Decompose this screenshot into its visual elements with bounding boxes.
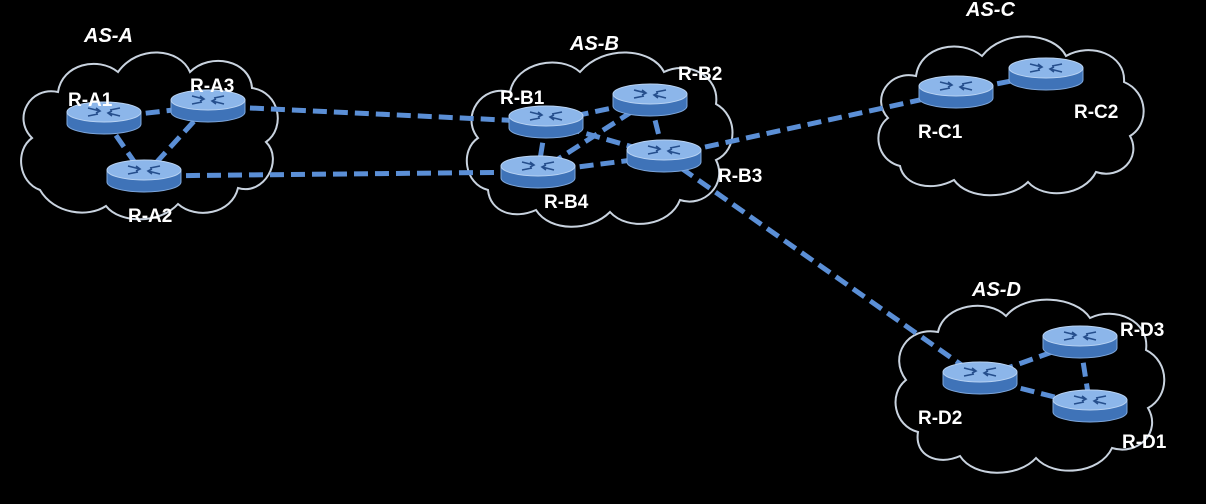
router-label-b1: R-B1 bbox=[500, 88, 545, 109]
link-a3-a2 bbox=[142, 104, 210, 178]
router-label-d2: R-D2 bbox=[918, 408, 962, 429]
router-icon-a3 bbox=[170, 89, 246, 123]
router-icon-a2 bbox=[106, 159, 182, 193]
router-icon-b3 bbox=[626, 139, 702, 173]
cloud-as-a bbox=[20, 51, 279, 221]
router-label-d3: R-D3 bbox=[1120, 320, 1164, 341]
router-label-c1: R-C1 bbox=[918, 122, 963, 143]
router-label-b4: R-B4 bbox=[544, 192, 589, 213]
router-label-a2: R-A2 bbox=[128, 206, 172, 227]
cloud-as-d bbox=[894, 298, 1166, 474]
link-b3-c1 bbox=[663, 89, 957, 159]
router-icon-b4 bbox=[500, 155, 576, 189]
router-icon-d1 bbox=[1052, 389, 1128, 423]
routers-layer bbox=[66, 57, 1128, 423]
link-b3-d2 bbox=[662, 153, 982, 381]
as-label-a: AS-A bbox=[83, 25, 133, 47]
as-label-b: AS-B bbox=[569, 33, 619, 55]
link-a2-b4 bbox=[143, 169, 539, 179]
as-label-c: AS-C bbox=[965, 0, 1015, 21]
as-label-d: AS-D bbox=[971, 279, 1021, 301]
router-icon-b1 bbox=[508, 105, 584, 139]
router-icon-c1 bbox=[918, 75, 994, 109]
router-icon-b2 bbox=[612, 83, 688, 117]
router-label-b3: R-B3 bbox=[718, 166, 762, 187]
router-icon-d2 bbox=[942, 361, 1018, 395]
router-icon-c2 bbox=[1008, 57, 1084, 91]
cloud-as-c bbox=[877, 35, 1145, 197]
router-icon-d3 bbox=[1042, 325, 1118, 359]
cloud-as-b bbox=[465, 51, 734, 228]
router-label-a1: R-A1 bbox=[68, 90, 113, 111]
router-label-d1: R-D1 bbox=[1122, 432, 1167, 453]
router-label-c2: R-C2 bbox=[1074, 102, 1118, 123]
router-label-b2: R-B2 bbox=[678, 64, 722, 85]
router-label-a3: R-A3 bbox=[190, 76, 234, 97]
router-icon-a1 bbox=[66, 101, 142, 135]
link-a3-b1 bbox=[207, 103, 547, 125]
